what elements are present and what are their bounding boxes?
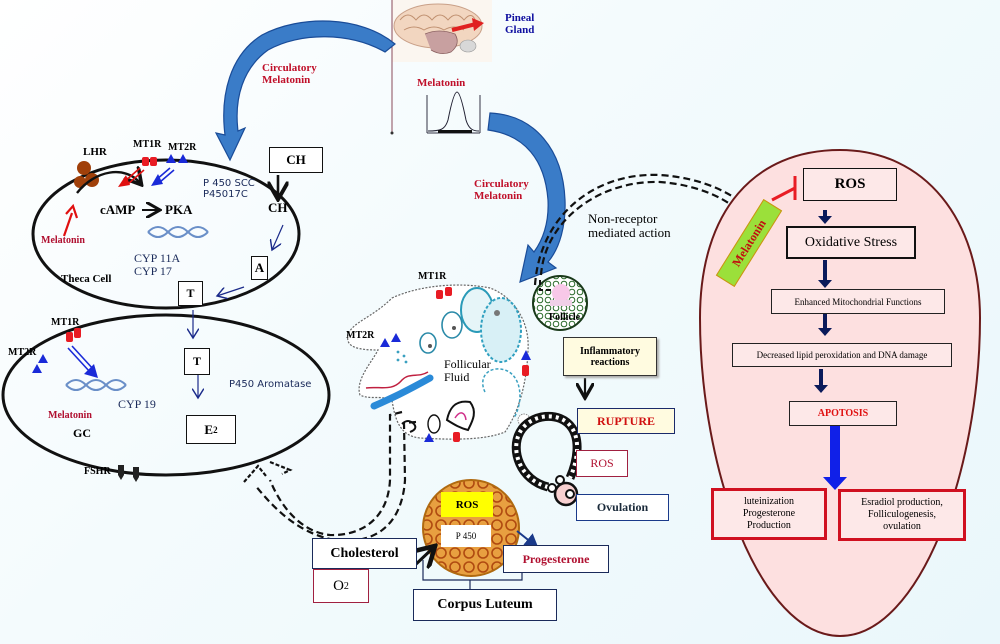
aromatase-label: P450 Aromatase xyxy=(229,379,312,390)
non-receptor-line2: mediated action xyxy=(588,225,671,241)
fshr-receptor-icon xyxy=(118,465,139,482)
cyp-theca-label: CYP 11A CYP 17 xyxy=(134,251,181,279)
mitochondrial-box: Enhanced Mitochondrial Functions xyxy=(771,289,945,314)
pineal-label-line2: Gland xyxy=(505,24,535,37)
theca-mt1r-label: MT1R xyxy=(133,139,162,150)
ros-event-box: ROS xyxy=(576,450,628,477)
pineal-melatonin-label: Melatonin xyxy=(417,77,466,89)
luteinization-outcome-box: luteinization Progesterone Production xyxy=(711,488,827,540)
apoptosis-box: APOTOSIS xyxy=(789,401,897,426)
gc-mt2r-label: MT2R xyxy=(8,347,37,358)
brain-image xyxy=(392,0,492,62)
lhr-label: LHR xyxy=(83,146,107,158)
ros-pathway-panel xyxy=(698,148,982,638)
estradiol-outcome-box: Esradiol production, Folliculogenesis, o… xyxy=(838,489,966,541)
outcome-left-line3: Production xyxy=(747,520,791,531)
ch-label: CH xyxy=(268,200,288,215)
circulatory-melatonin-left: Circulatory Melatonin xyxy=(262,62,317,86)
theca-mt2r-label: MT2R xyxy=(168,142,197,153)
p450-box: P 450 xyxy=(441,525,491,547)
pineal-gland-label: Pineal Gland xyxy=(505,12,534,36)
theca-melatonin-label: Melatonin xyxy=(41,235,85,246)
o2-main: O xyxy=(333,577,344,594)
mt2r-receptor-icon xyxy=(166,154,188,163)
cyp17-text: CYP 17 xyxy=(134,264,172,279)
pathway-arrows xyxy=(814,210,832,393)
cholesterol-box: Cholesterol xyxy=(312,538,417,569)
inflammatory-reactions-box: Inflammatory reactions xyxy=(563,337,657,376)
gc-mt2r-receptor-icon xyxy=(32,354,48,373)
ovary-to-gc-dashed-arrow xyxy=(268,410,403,537)
e2-main: E xyxy=(204,421,214,437)
outcome-right-line3: ovulation xyxy=(883,521,921,532)
theca-cell-label: Theca Cell xyxy=(61,273,112,285)
fluid-line2: Fluid xyxy=(444,370,470,385)
cyp19-label: CYP 19 xyxy=(118,397,156,411)
camp-label: cAMP xyxy=(100,202,136,217)
inflammatory-line1: Inflammatory xyxy=(580,345,640,357)
ovary-mt2r-label: MT2R xyxy=(346,330,375,341)
outcome-left-line1: luteinization xyxy=(744,496,794,507)
t-box-gc: T xyxy=(184,348,210,375)
ovary-mt1r-receptor-icon xyxy=(436,287,529,442)
progesterone-box: Progesterone xyxy=(503,545,609,573)
p450scc-label: P 450 SCC P45017C xyxy=(203,178,255,200)
ovary-illustration xyxy=(347,284,531,440)
circ-left-line1: Circulatory xyxy=(262,62,317,74)
circulatory-melatonin-right: Circulatory Melatonin xyxy=(474,178,529,202)
ruptured-follicle-icon xyxy=(511,411,582,507)
outcome-right-line2: Folliculogenesis, xyxy=(867,509,937,520)
outcome-right-line1: Esradiol production, xyxy=(861,497,943,508)
apoptosis-arrow xyxy=(823,426,847,490)
ovulation-box: Ovulation xyxy=(576,494,669,521)
outcome-left-line2: Progesterone xyxy=(742,508,796,519)
cl-ros-box: ROS xyxy=(441,492,493,517)
ovary-mt1r-label: MT1R xyxy=(418,271,447,282)
non-receptor-label: Non-receptor mediated action xyxy=(588,211,671,241)
fshr-label: FSHR xyxy=(84,466,111,477)
ros-box: ROS xyxy=(803,168,897,201)
dna-helix-icon xyxy=(147,226,209,238)
follicle-label: Follicle xyxy=(549,312,581,323)
melatonin-curve-graph xyxy=(426,91,481,134)
ch-box: CH xyxy=(269,147,323,173)
inflammatory-line2: reactions xyxy=(590,356,630,368)
oxidative-stress-box: Oxidative Stress xyxy=(786,226,916,259)
cyp11a-text: CYP 11A xyxy=(134,251,181,265)
circ-left-line2: Melatonin xyxy=(262,74,311,87)
pka-label: PKA xyxy=(165,202,193,217)
gc-mt1r-label: MT1R xyxy=(51,317,80,328)
ovary-mt2r-receptor-icon xyxy=(380,333,531,442)
p450scc-text: P 450 SCC xyxy=(203,178,255,189)
t-box-theca: T xyxy=(178,281,203,306)
o2-sub: 2 xyxy=(343,580,349,592)
corpus-luteum-label-box: Corpus Luteum xyxy=(413,589,557,621)
fluid-line1: Follicular xyxy=(444,357,491,371)
gc-mt1r-receptor-icon xyxy=(66,328,81,342)
gc-dna-helix-icon xyxy=(65,379,127,391)
circ-right-line2: Melatonin xyxy=(474,190,523,203)
gc-melatonin-label: Melatonin xyxy=(48,410,92,421)
pineal-label-line1: Pineal xyxy=(505,12,535,24)
theca-cell-membrane xyxy=(31,158,301,310)
p45017c-text: P45017C xyxy=(203,189,248,200)
follicular-fluid-label: Follicular Fluid xyxy=(444,357,491,385)
lipid-peroxidation-box: Decreased lipid peroxidation and DNA dam… xyxy=(732,343,952,367)
rupture-box: RUPTURE xyxy=(577,408,675,434)
circ-right-line1: Circulatory xyxy=(474,178,529,190)
non-receptor-line1: Non-receptor xyxy=(588,211,658,226)
e2-sub: 2 xyxy=(213,424,218,435)
circulatory-arrow-left xyxy=(214,20,396,162)
mt1r-receptor-icon xyxy=(142,157,157,166)
a-box: A xyxy=(251,256,268,280)
granulosa-cell-membrane xyxy=(1,313,331,477)
gc-label: GC xyxy=(73,426,91,440)
